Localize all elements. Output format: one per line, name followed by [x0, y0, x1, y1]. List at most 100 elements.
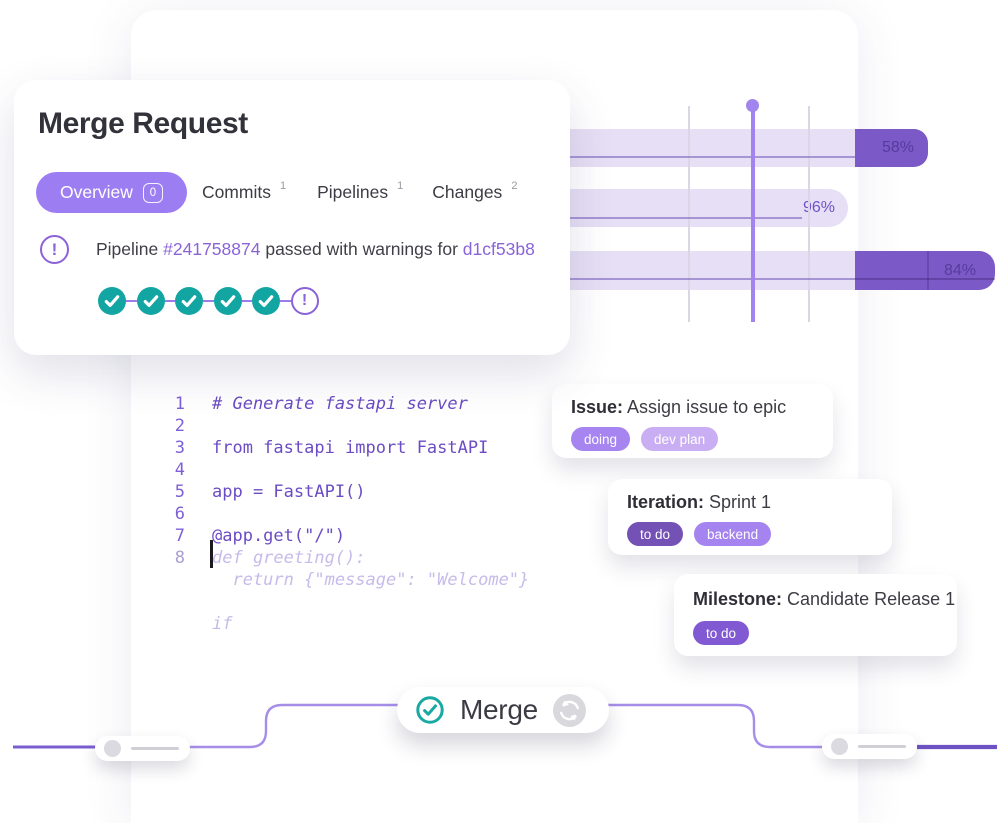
status-middle: passed with warnings for	[260, 239, 463, 259]
gridline	[808, 106, 810, 322]
iteration-label: Iteration:	[627, 492, 705, 512]
tab-overview[interactable]: Overview 0	[36, 172, 187, 213]
bar-progress-line	[340, 217, 802, 219]
handle-knob	[104, 740, 121, 757]
pipeline-id-link[interactable]: #241758874	[163, 239, 261, 259]
stage-passed-icon[interactable]	[136, 287, 165, 315]
issue-text: Assign issue to epic	[623, 397, 787, 417]
stage-connector	[203, 300, 214, 302]
progress-label: 96%	[802, 199, 835, 216]
merge-button[interactable]: Merge	[397, 687, 609, 733]
stage-warning-icon[interactable]: !	[290, 287, 319, 315]
tab-bar: Overview 0 Commits 1 Pipelines 1 Changes…	[36, 172, 517, 213]
line-number	[150, 591, 185, 613]
line-number: 8	[174, 548, 185, 568]
handle-slot	[131, 746, 179, 751]
iteration-title: Iteration: Sprint 1	[627, 492, 873, 513]
merge-button-label: Merge	[460, 694, 538, 725]
code-text: @app.get("/")	[212, 526, 346, 546]
iteration-card: Iteration: Sprint 1 to do backend	[608, 479, 892, 555]
label-chip-doing[interactable]: doing	[571, 427, 631, 451]
code-editor[interactable]: 1# Generate fastapi server 2 3 from fasta…	[150, 393, 530, 635]
handle-slot	[858, 744, 906, 749]
code-line-suggestion: 8 def greeting():	[150, 547, 529, 569]
issue-title: Issue: Assign issue to epic	[571, 397, 814, 418]
code-line: 6	[150, 503, 529, 525]
label-chip-to-do[interactable]: to do	[693, 621, 750, 645]
code-text: if	[212, 614, 233, 634]
warning-icon: !	[40, 235, 69, 264]
issue-label: Issue:	[571, 397, 624, 417]
tab-pipelines-label: Pipelines	[317, 182, 389, 202]
code-text: from fastapi import FastAPI	[212, 438, 489, 458]
line-number	[150, 613, 185, 635]
milestone-chips: to do	[693, 621, 938, 645]
bar-progress-line	[340, 156, 856, 158]
line-number: 2	[174, 416, 185, 436]
bar-progress-line	[340, 278, 856, 280]
progress-label: 84%	[943, 261, 976, 279]
code-line-suggestion	[150, 591, 529, 613]
code-line: 4	[150, 459, 529, 481]
line-number: 5	[174, 482, 185, 502]
tab-changes[interactable]: Changes 2	[432, 180, 518, 203]
pipeline-status-row: ! Pipeline #241758874 passed with warnin…	[40, 235, 535, 264]
commit-link[interactable]: d1cf53b8	[462, 239, 535, 259]
iteration-text: Sprint 1	[704, 492, 772, 512]
milestone-title: Milestone: Candidate Release 1	[693, 589, 955, 610]
pipeline-stages: !	[98, 287, 319, 315]
gantt-bar-fill: 58%	[855, 129, 928, 167]
left-slider-handle[interactable]	[95, 736, 190, 761]
check-circle-icon	[415, 695, 445, 725]
tab-changes-count: 2	[511, 180, 518, 192]
tab-overview-label: Overview	[60, 182, 133, 202]
code-line: 7 @app.get("/")	[150, 525, 529, 547]
stage-passed-icon[interactable]	[213, 287, 242, 315]
tab-commits-count: 1	[279, 180, 287, 192]
tab-pipelines[interactable]: Pipelines 1	[317, 180, 404, 203]
code-line: 3 from fastapi import FastAPI	[150, 437, 529, 459]
stage-passed-icon[interactable]	[98, 287, 126, 315]
pipeline-status-text: Pipeline #241758874 passed with warnings…	[96, 239, 535, 260]
tab-commits-label: Commits	[201, 182, 271, 202]
issue-chips: doing dev plan	[571, 427, 814, 451]
line-number	[150, 569, 185, 591]
line-number: 6	[174, 504, 185, 524]
tab-pipelines-count: 1	[397, 180, 404, 192]
gridline	[688, 106, 690, 322]
line-number: 7	[174, 526, 185, 546]
milestone-text: Candidate Release 1	[782, 589, 956, 609]
line-number: 1	[174, 394, 185, 414]
stage-connector	[241, 300, 252, 302]
merge-request-card: Merge Request Overview 0 Commits 1 Pipel…	[14, 80, 570, 355]
card-title: Merge Request	[38, 107, 248, 140]
code-text: return {"message": "Welcome"}	[212, 570, 530, 590]
bar-progress-line	[855, 278, 995, 280]
line-number: 4	[174, 460, 185, 480]
code-line: 1# Generate fastapi server	[150, 393, 529, 415]
timeline-marker-dot	[746, 99, 759, 112]
gantt-bar-fill: 84%	[855, 251, 995, 290]
stage-connector	[280, 300, 291, 302]
stage-passed-icon[interactable]	[175, 287, 203, 315]
status-prefix: Pipeline	[96, 239, 164, 259]
code-text: def greeting():	[212, 548, 366, 568]
label-chip-dev-plan[interactable]: dev plan	[641, 427, 719, 451]
line-number: 3	[174, 438, 185, 458]
code-line: 5 app = FastAPI()	[150, 481, 529, 503]
label-chip-backend[interactable]: backend	[694, 522, 772, 546]
tab-commits[interactable]: Commits 1	[201, 180, 287, 203]
stage-passed-icon[interactable]	[252, 287, 280, 315]
refresh-icon[interactable]	[552, 693, 586, 727]
tab-overview-badge: 0	[142, 182, 163, 203]
right-slider-handle[interactable]	[822, 734, 917, 759]
iteration-chips: to do backend	[627, 522, 873, 546]
milestone-label: Milestone:	[693, 589, 783, 609]
label-chip-to-do[interactable]: to do	[627, 522, 684, 546]
progress-label: 58%	[881, 139, 914, 156]
gridline	[927, 251, 929, 290]
code-line-suggestion: return {"message": "Welcome"}	[150, 569, 529, 591]
handle-knob	[831, 738, 848, 755]
code-text: app = FastAPI()	[212, 482, 366, 502]
